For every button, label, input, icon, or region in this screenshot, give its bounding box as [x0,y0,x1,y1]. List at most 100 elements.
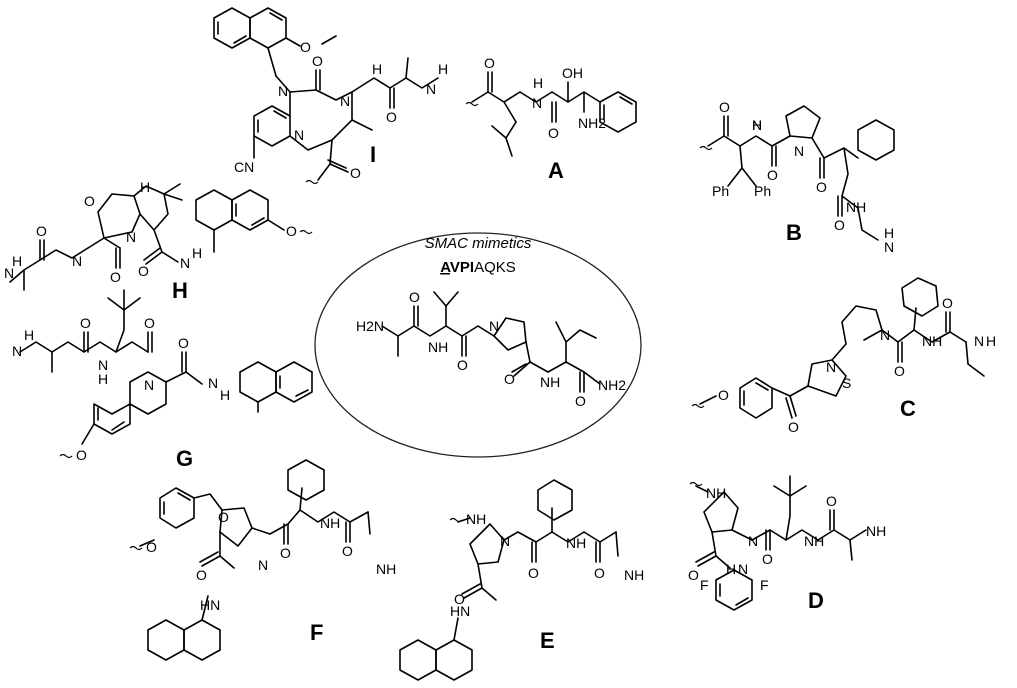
b-atom-4: N [752,117,762,133]
f-atom-7: HN [200,597,220,613]
g-atom-5: O [144,315,155,331]
i-atom-2: O [312,53,323,69]
h-atom-11: O [286,223,297,239]
c-atom-0: O [718,387,729,403]
d-atom-1: N [748,533,758,549]
b-atom-0: O [719,99,730,115]
c-atom-5: O [894,363,905,379]
g-atom-0: N [12,343,22,359]
e-atom-3: NH [566,535,586,551]
c-atom-7: O [942,295,953,311]
compound-f: O O N O NH O NH HN O F [129,459,396,661]
e-atom-7: O [454,591,465,607]
h-atom-7: O [138,263,149,279]
i-atom-3: N [340,93,350,109]
center-atom-0: H2N [356,318,384,334]
g-atom-8: N [208,375,218,391]
b-label: B [786,220,802,245]
d-atom-8: F [760,577,769,593]
g-atom-7: O [178,335,189,351]
e-atom-6: HN [450,603,470,619]
e-atom-4: O [594,565,605,581]
a-atom-0: O [484,55,495,71]
h-atom-8: N [180,255,190,271]
i-atom-0: O [300,39,311,55]
b-atom-11: H [884,225,894,241]
h-atom-0: O [84,193,95,209]
f-atom-5: O [342,543,353,559]
d-atom-4: O [826,493,837,509]
g-atom-10: O [76,447,87,463]
e-atom-2: O [528,565,539,581]
b-atom-1: H [752,117,762,133]
c-atom-3: S [842,375,851,391]
b-atom-3: O [767,167,778,183]
g-atom-6: N [144,377,154,393]
d-atom-3: NH [804,533,824,549]
i-label: I [370,142,376,167]
f-atom-6: NH [376,561,396,577]
c-atom-2: N [826,359,836,375]
h-label: H [172,278,188,303]
compound-e: NH N O NH O NH HN O E [399,479,644,681]
compound-h: O N H N O O N O N H H O H [4,179,313,303]
c-atom-6: NH [922,333,942,349]
center-atom-4: NH2 [598,377,626,393]
f-atom-4: NH [320,515,340,531]
center-title: SMAC mimetics [425,235,532,252]
b-atom-8: NH [846,199,866,215]
b-atom-5: Ph [712,183,729,199]
d-atom-6: O [688,567,699,583]
d-atom-7: F [700,577,709,593]
d-atom-0: NH [706,485,726,501]
d-atom-9: H [726,561,736,577]
b-atom-2: N [794,143,804,159]
i-atom-5: O [386,109,397,125]
h-atom-10: H [140,179,150,195]
compound-d: NH N O NH O NH O F F H N D [688,475,886,613]
g-atom-2: O [80,315,91,331]
a-atom-5: NH2 [578,115,606,131]
compound-a: O N H OH O NH2 A [465,55,637,183]
center-atom-2: N [489,318,499,334]
g-atom-1: H [24,327,34,343]
seq-plain: AQKS [474,259,516,276]
g-atom-3: N [98,357,108,373]
h-atom-3: N [4,265,14,281]
a-atom-4: O [548,125,559,141]
g-atom-4: H [98,371,108,387]
peptide-sequence: AVPIAQKS [440,259,516,276]
h-atom-4: O [36,223,47,239]
center-atom-8: O [575,393,586,409]
f-atom-2: N [258,557,268,573]
i-atom-8: N [294,127,304,143]
d-atom-5: NH [866,523,886,539]
e-atom-0: NH [466,511,486,527]
i-atom-1: N [278,83,288,99]
i-atom-7: H [438,61,448,77]
center-atom-7: O [504,371,515,387]
e-label: E [540,628,555,653]
seq-bold: VPI [450,259,474,276]
e-atom-1: N [500,533,510,549]
b-atom-6: Ph [754,183,771,199]
compound-b: O H N O N Ph Ph O NH O N H B [699,99,895,255]
f-label: F [310,620,323,645]
c-label: C [900,396,916,421]
d-label: D [808,588,824,613]
f-atom-3: O [280,545,291,561]
center-ellipse [314,232,642,458]
h-atom-2: H [12,253,22,269]
g-label: G [176,446,193,471]
i-atom-9: O [350,165,361,181]
c-atom-1: O [788,419,799,435]
f-atom-8: O [196,567,207,583]
center-atom-5: O [409,289,420,305]
f-atom-1: O [218,509,229,525]
e-atom-5: NH [624,567,644,583]
f-atom-0: O [146,539,157,555]
b-atom-10: N [884,239,894,255]
b-atom-7: O [816,179,827,195]
i-atom-6: N [426,81,436,97]
center-atom-3: NH [540,374,560,390]
